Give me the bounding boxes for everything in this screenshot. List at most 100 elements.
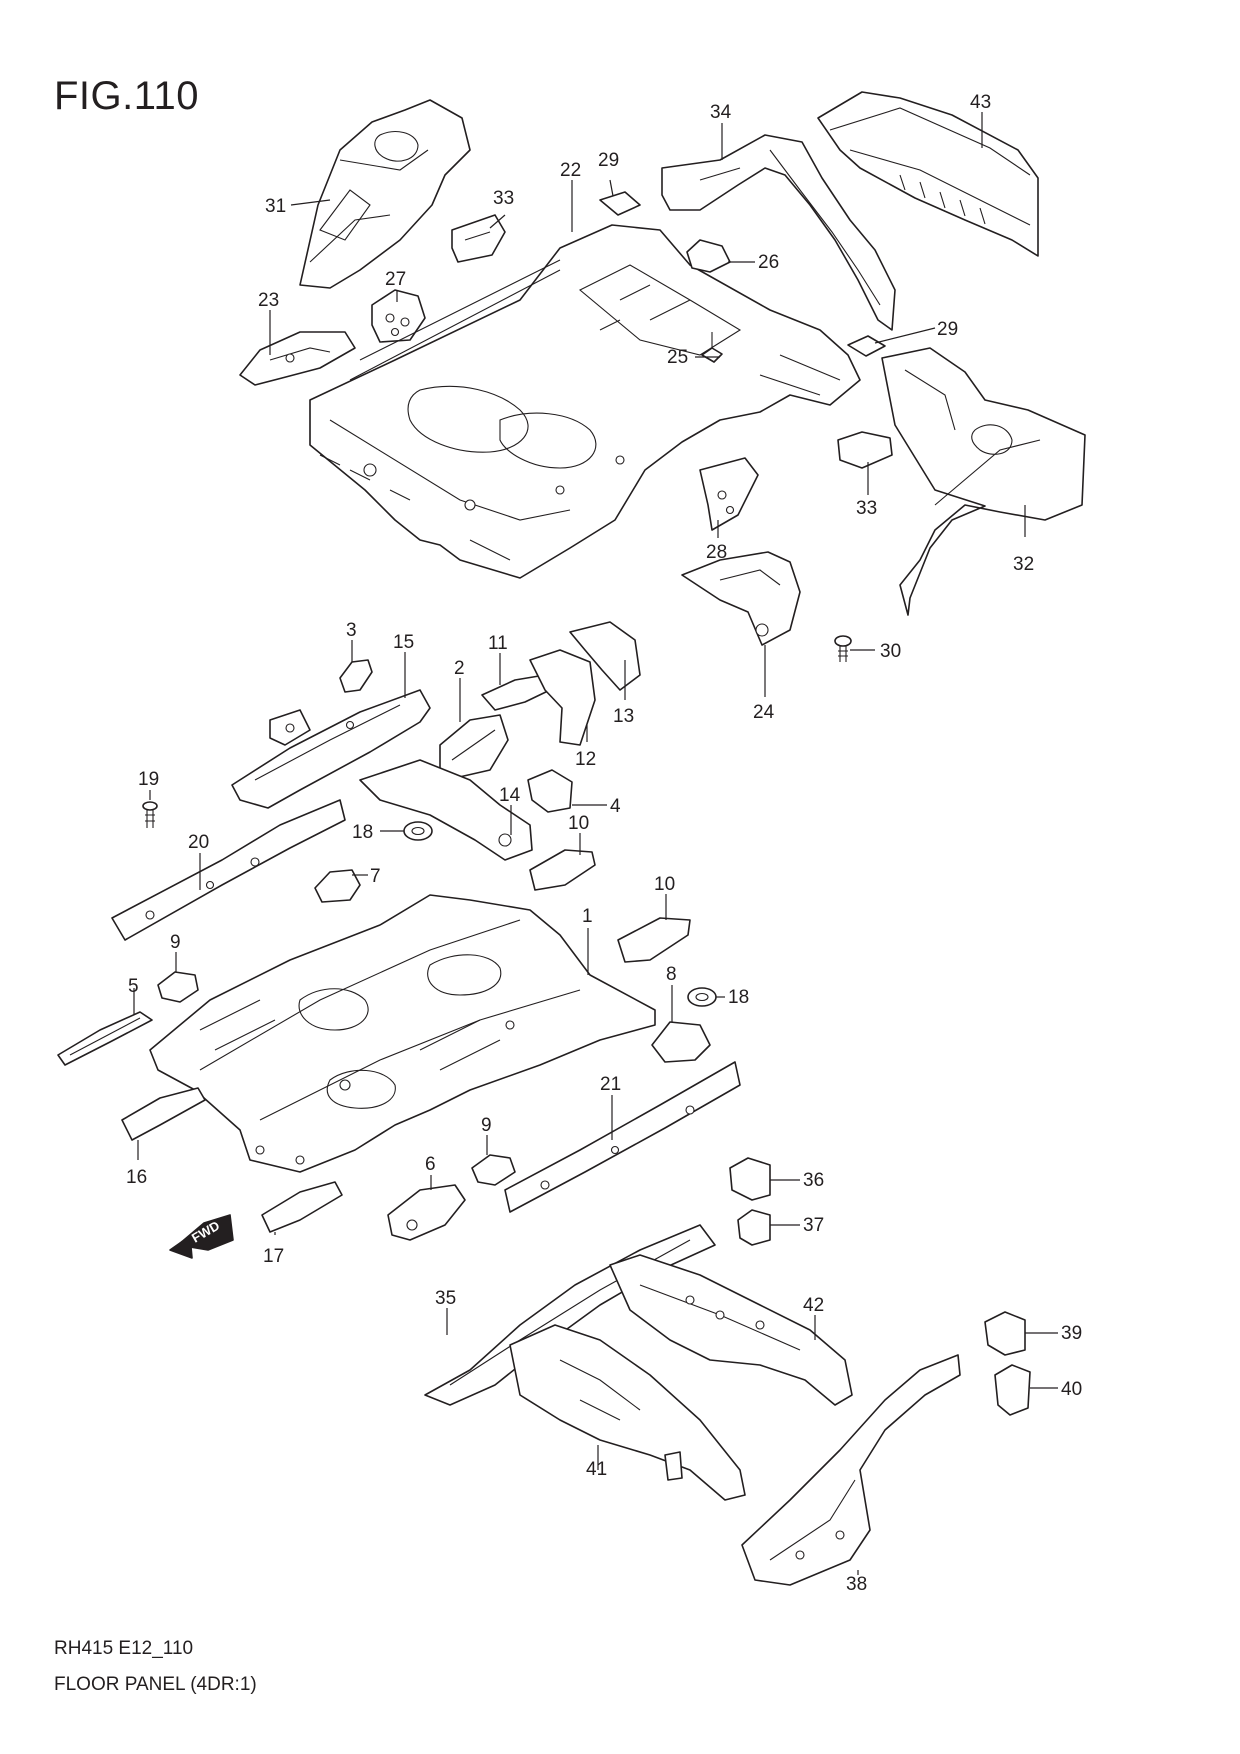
callout-4: 4	[572, 796, 621, 817]
callout-12: 12	[575, 725, 596, 770]
callout-number: 17	[263, 1246, 284, 1267]
callout-31: 31	[265, 196, 331, 217]
callout-37: 37	[770, 1215, 824, 1236]
part-22-rear-floor-pan	[309, 224, 861, 579]
callout-layer: 31 33 22 29 34 43 26 27 23 29 25 33 28 3…	[126, 92, 1082, 1595]
callout-number: 10	[568, 813, 589, 834]
callout-number: 43	[970, 92, 991, 113]
callout-33: 33	[489, 188, 514, 229]
part-19-bolt	[142, 801, 158, 828]
callout-14: 14	[499, 785, 521, 835]
callout-number: 9	[170, 932, 181, 953]
part-25-clip	[701, 332, 723, 363]
callout-number: 24	[753, 702, 775, 723]
callout-27: 27	[385, 269, 406, 302]
part-1-front-floor-pan	[149, 894, 656, 1173]
figure-code: RH415 E12_110	[54, 1638, 194, 1659]
callout-18-lower: 18	[716, 987, 749, 1008]
callout-10-lower: 10	[654, 874, 675, 920]
part-32-rear-wheelhouse-right	[881, 347, 1086, 616]
part-27-bracket	[371, 289, 426, 343]
callout-number: 8	[666, 964, 677, 985]
part-14-crossmember-rear	[359, 759, 533, 861]
callout-number: 4	[610, 796, 621, 817]
callout-10-upper: 10	[568, 813, 589, 855]
callout-5: 5	[128, 976, 139, 1015]
callout-19: 19	[138, 769, 159, 800]
part-28-bracket	[699, 457, 759, 531]
callout-38: 38	[846, 1570, 867, 1595]
callout-33-right: 33	[856, 462, 877, 519]
callout-number: 28	[706, 542, 727, 563]
callout-number: 38	[846, 1574, 867, 1595]
callout-number: 11	[488, 633, 508, 654]
part-33-bracket-right	[837, 431, 893, 469]
callout-41: 41	[586, 1445, 607, 1480]
part-34-side-rail	[661, 134, 896, 331]
part-29-bracket-top	[599, 191, 641, 216]
part-31-rear-wheelhouse-left	[299, 99, 471, 289]
part-37-bracket	[737, 1209, 771, 1246]
callout-number: 27	[385, 269, 406, 290]
callout-number: 23	[258, 290, 279, 311]
part-42-rear-crossmember	[609, 1254, 853, 1406]
callout-39: 39	[1025, 1323, 1082, 1344]
fwd-arrow: FWD	[169, 1214, 234, 1259]
callout-29-top: 29	[598, 150, 619, 197]
callout-36: 36	[770, 1170, 824, 1191]
callout-34: 34	[710, 102, 732, 160]
part-5-sill-reinforcement	[57, 1011, 153, 1066]
callout-11: 11	[488, 633, 508, 685]
callout-8: 8	[666, 964, 677, 1022]
callout-9-left: 9	[170, 932, 181, 972]
callout-number: 21	[600, 1074, 621, 1095]
callout-number: 37	[803, 1215, 824, 1236]
callout-15: 15	[393, 632, 414, 698]
callout-6: 6	[425, 1154, 436, 1190]
part-6-bracket	[387, 1184, 466, 1241]
callout-20: 20	[188, 832, 209, 890]
part-9-bracket-left	[157, 971, 199, 1003]
callout-number: 3	[346, 620, 357, 641]
callout-25: 25	[667, 347, 720, 368]
callout-number: 2	[454, 658, 465, 679]
part-24-bracket	[681, 551, 801, 646]
callout-number: 40	[1061, 1379, 1082, 1400]
callout-number: 12	[575, 749, 596, 770]
callout-24: 24	[753, 645, 775, 723]
part-12-reinforcement	[529, 649, 596, 746]
callout-number: 14	[499, 785, 521, 806]
callout-number: 16	[126, 1167, 147, 1188]
callout-number: 35	[435, 1288, 456, 1309]
callout-number: 36	[803, 1170, 824, 1191]
part-21-side-sill-right	[504, 1061, 741, 1213]
callout-number: 34	[710, 102, 732, 123]
callout-number: 18	[352, 822, 373, 843]
callout-number: 19	[138, 769, 159, 790]
callout-number: 6	[425, 1154, 436, 1175]
callout-16: 16	[126, 1140, 147, 1188]
callout-number: 26	[758, 252, 779, 273]
callout-number: 7	[370, 866, 381, 887]
callout-2: 2	[454, 658, 465, 722]
part-41-rear-frame	[509, 1324, 746, 1501]
callout-35: 35	[435, 1288, 456, 1335]
callout-number: 22	[560, 160, 581, 181]
callout-number: 31	[265, 196, 286, 217]
part-40-bracket	[994, 1364, 1031, 1416]
callout-number: 25	[667, 347, 688, 368]
callout-9-right: 9	[481, 1115, 492, 1155]
part-2-bracket	[439, 714, 509, 779]
part-16-reinforcement	[121, 1087, 206, 1141]
callout-number: 33	[856, 498, 877, 519]
callout-number: 30	[880, 641, 901, 662]
callout-1: 1	[582, 906, 593, 975]
part-9-bracket-right	[471, 1154, 516, 1186]
part-18-grommet-lower	[687, 987, 717, 1007]
part-4-bracket	[527, 769, 573, 813]
part-7-bracket	[314, 869, 361, 903]
callout-7: 7	[352, 866, 381, 887]
callout-number: 32	[1013, 554, 1034, 575]
